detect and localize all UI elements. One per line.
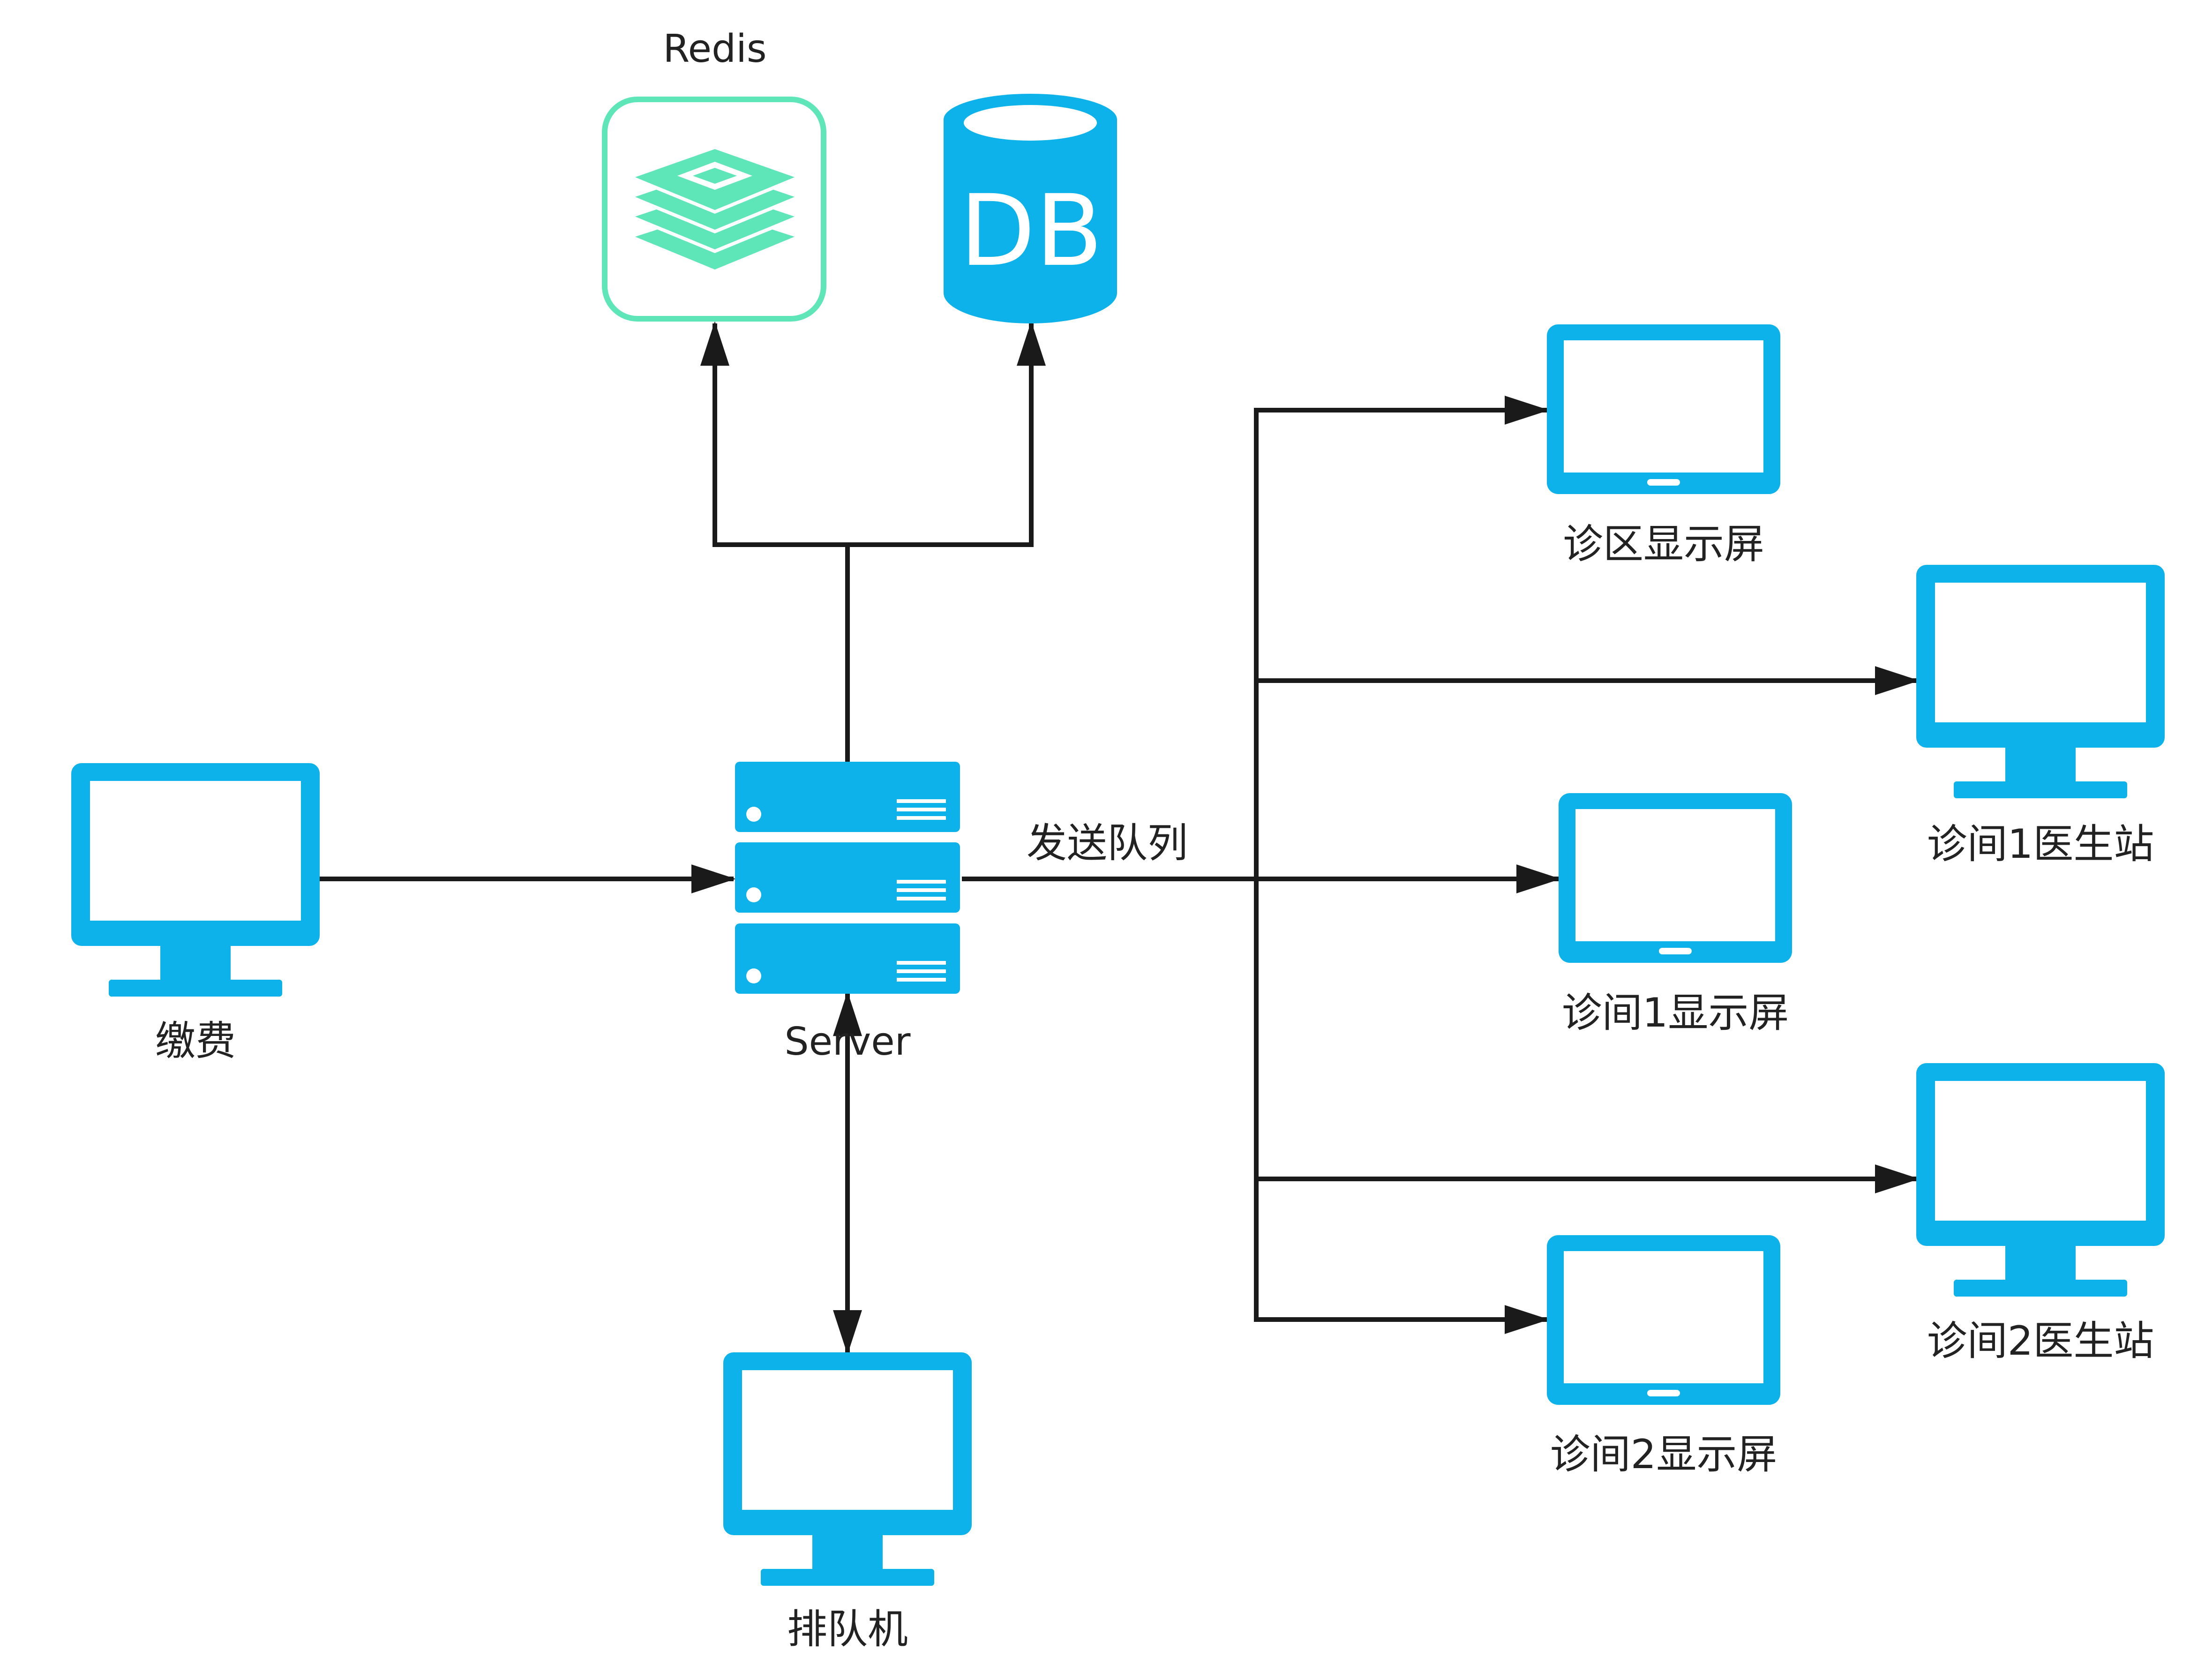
database-node: DB [944,94,1117,323]
room2-doctor-node: 诊间2医生站 [1916,1063,2165,1365]
server-rack-icon [735,762,960,994]
monitor-icon [71,763,320,997]
database-icon [944,94,1117,323]
redis-icon [635,149,795,270]
room1-doctor-label: 诊间1医生站 [1927,821,2154,868]
zone-display-label: 诊区显示屏 [1563,521,1764,568]
send-queue-label: 发送队列 [1027,820,1188,867]
room1-doctor-node: 诊间1医生站 [1916,565,2165,868]
room2-doctor-label: 诊间2医生站 [1927,1318,2154,1365]
zone-display-node: 诊区显示屏 [1547,324,1780,568]
room1-display-label: 诊间1显示屏 [1562,990,1789,1036]
queue-machine-node: 排队机 [723,1352,972,1653]
queue-machine-label: 排队机 [787,1606,908,1653]
redis-label: Redis [663,27,766,71]
payment-label: 缴费 [155,1018,236,1065]
server-node: Server [735,762,960,1064]
db-label: DB [960,173,1103,288]
server-label: Server [785,1020,911,1064]
redis-node: Redis [602,27,826,322]
tablet-icon [1559,793,1792,963]
monitor-icon [1916,565,2165,798]
tablet-icon [1547,1235,1780,1405]
room2-display-node: 诊间2显示屏 [1547,1235,1780,1478]
room1-display-node: 诊间1显示屏 [1559,793,1792,1036]
tablet-icon [1547,324,1780,494]
monitor-icon [723,1352,972,1586]
payment-node: 缴费 [71,763,320,1065]
monitor-icon [1916,1063,2165,1297]
connectors [319,321,1920,1355]
room2-display-label: 诊间2显示屏 [1550,1431,1778,1478]
